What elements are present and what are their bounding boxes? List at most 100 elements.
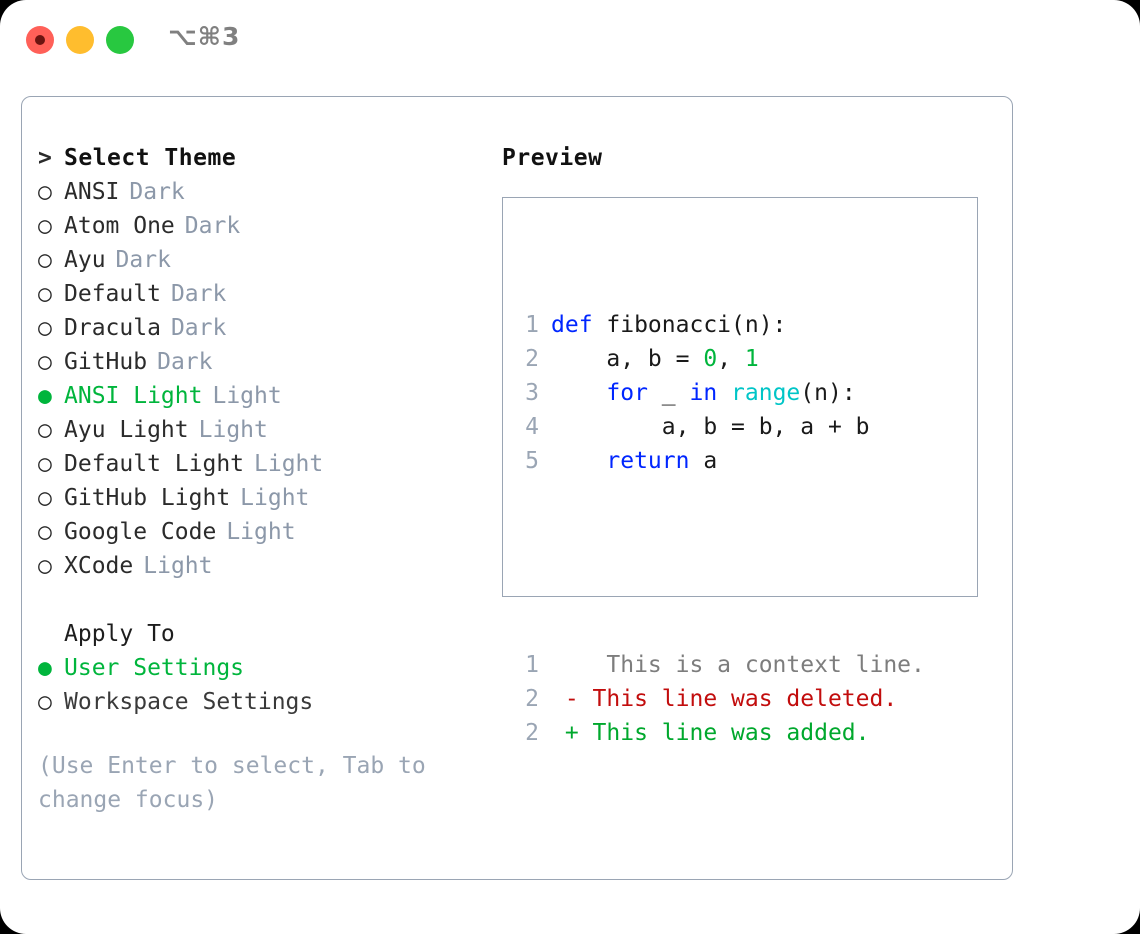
apply-to-item[interactable]: ● User Settings — [38, 651, 478, 685]
theme-list-item[interactable]: ○ Ayu Light Light — [38, 413, 478, 447]
theme-kind-label: Light — [240, 485, 310, 511]
diff-line: 2 - This line was deleted. — [519, 682, 925, 716]
line-number: 3 — [525, 380, 539, 406]
code-token: 0 — [703, 346, 718, 372]
radio-unselected-icon[interactable]: ○ — [38, 689, 52, 715]
diff-lines: 1 This is a context line.2 - This line w… — [519, 648, 925, 750]
apply-to-heading-label: Apply To — [64, 621, 175, 647]
help-spacer — [38, 719, 478, 749]
help-text: (Use Enter to select, Tab to change focu… — [38, 753, 426, 813]
radio-unselected-icon[interactable]: ○ — [38, 553, 52, 579]
radio-selected-icon[interactable]: ● — [38, 383, 52, 409]
theme-list-item[interactable]: ○ Default Dark — [38, 277, 478, 311]
preview-title: Preview — [502, 145, 603, 171]
radio-selected-icon[interactable]: ● — [38, 655, 52, 681]
code-token: 1 — [744, 346, 759, 372]
radio-unselected-icon[interactable]: ○ — [38, 247, 52, 273]
minimize-button[interactable] — [66, 26, 94, 54]
code-token: a, b = — [551, 346, 704, 372]
apply-to-list: ● User Settings ○Workspace Settings — [38, 651, 478, 719]
theme-kind-label: Light — [212, 383, 282, 409]
theme-list-item[interactable]: ● ANSI Light Light — [38, 379, 478, 413]
radio-unselected-icon[interactable]: ○ — [38, 179, 52, 205]
code-token: for — [606, 380, 648, 406]
theme-kind-label: Light — [254, 451, 324, 477]
titlebar-shortcut-label: ⌥⌘3 — [168, 22, 241, 51]
code-token: _ — [647, 380, 690, 406]
theme-name-label: XCode — [64, 553, 134, 579]
section-spacer — [38, 583, 478, 617]
theme-name-label: Ayu Light — [64, 417, 189, 443]
code-diff-gap — [519, 546, 925, 580]
theme-list-item[interactable]: ○ Default Light Light — [38, 447, 478, 481]
apply-to-label: User Settings — [64, 655, 245, 681]
radio-unselected-icon[interactable]: ○ — [38, 281, 52, 307]
code-token: in — [689, 380, 718, 406]
theme-list-item[interactable]: ○ XCode Light — [38, 549, 478, 583]
theme-kind-label: Dark — [115, 247, 171, 273]
theme-name-label: Default Light — [64, 451, 245, 477]
theme-kind-label: Dark — [157, 349, 213, 375]
diff-line: 1 This is a context line. — [519, 648, 925, 682]
code-token — [551, 448, 606, 474]
diff-line-text: This is a context line. — [551, 652, 925, 678]
theme-name-label: Default — [64, 281, 161, 307]
code-token: (n): — [800, 380, 856, 406]
diff-line-text: - This line was deleted. — [551, 686, 898, 712]
theme-kind-label: Dark — [129, 179, 185, 205]
code-token — [717, 380, 731, 406]
code-token: , — [717, 346, 745, 372]
line-number: 2 — [525, 346, 539, 372]
radio-unselected-icon[interactable]: ○ — [38, 349, 52, 375]
theme-kind-label: Light — [143, 553, 213, 579]
code-token: return — [606, 448, 690, 474]
radio-unselected-icon[interactable]: ○ — [38, 519, 52, 545]
diff-line-number: 2 — [525, 686, 539, 712]
theme-list-item[interactable]: ○ Ayu Dark — [38, 243, 478, 277]
theme-kind-label: Light — [226, 519, 296, 545]
code-token: a — [689, 448, 718, 474]
radio-unselected-icon[interactable]: ○ — [38, 213, 52, 239]
theme-kind-label: Dark — [170, 281, 227, 307]
theme-list-item[interactable]: ○ GitHub Dark — [38, 345, 478, 379]
theme-name-label: GitHub — [64, 349, 148, 375]
theme-name-label: GitHub Light — [64, 485, 231, 511]
select-theme-heading-label: Select Theme — [64, 145, 237, 171]
theme-kind-label: Light — [198, 417, 268, 443]
code-line: 2 a, b = 0, 1 — [519, 342, 925, 376]
radio-unselected-icon[interactable]: ○ — [38, 451, 52, 477]
theme-name-label: Dracula — [64, 315, 161, 341]
maximize-button[interactable] — [106, 26, 134, 54]
theme-list-item[interactable]: ○ GitHub Light Light — [38, 481, 478, 515]
theme-kind-label: Dark — [184, 213, 241, 239]
radio-unselected-icon[interactable]: ○ — [38, 485, 52, 511]
diff-line-number: 1 — [525, 652, 539, 678]
theme-name-label: Ayu — [64, 247, 106, 273]
radio-unselected-icon[interactable]: ○ — [38, 417, 52, 443]
code-token: a, b = b, a + b — [551, 414, 870, 440]
line-number: 1 — [525, 312, 539, 338]
heading-caret-icon: > — [38, 145, 53, 171]
select-theme-heading: > Select Theme — [38, 141, 478, 175]
apply-to-heading: ○Apply To — [38, 617, 478, 651]
diff-line: 2 + This line was added. — [519, 716, 925, 750]
code-line: 4 a, b = b, a + b — [519, 410, 925, 444]
radio-unselected-icon[interactable]: ○ — [38, 315, 52, 341]
apply-to-item[interactable]: ○Workspace Settings — [38, 685, 478, 719]
theme-name-label: ANSI Light — [64, 383, 203, 409]
code-line: 5 return a — [519, 444, 925, 478]
code-token: range — [731, 380, 801, 406]
